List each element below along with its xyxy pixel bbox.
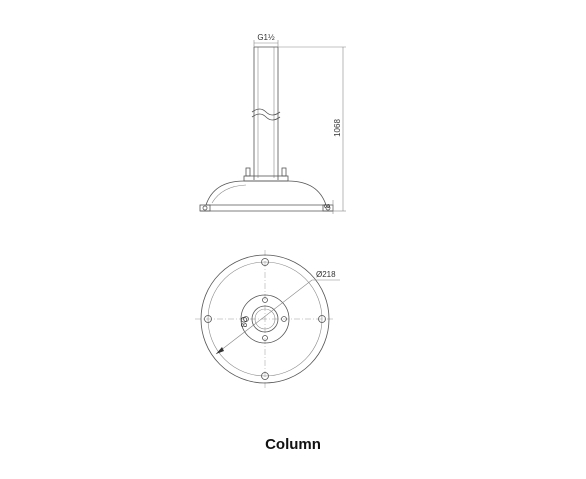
plan-view: Ø218 8O — [195, 250, 340, 388]
height-label: 1068 — [333, 119, 342, 137]
foot-bolt-left — [202, 205, 208, 211]
outer-ring — [200, 254, 330, 384]
mount-hole-bottom — [261, 372, 269, 380]
dome-inner — [211, 184, 247, 204]
mount-hole-top — [261, 258, 269, 266]
flange-hole-left — [243, 316, 249, 322]
diameter-arrowhead — [216, 347, 224, 354]
side-elevation: G1½ 1068 8 — [199, 33, 346, 214]
diameter-leader — [215, 279, 313, 355]
break-mark-lower — [251, 113, 281, 121]
flange-hole-right — [281, 316, 287, 322]
foot-left — [199, 204, 211, 212]
break-mark-upper — [251, 108, 281, 116]
hole-label: 8O — [240, 317, 249, 328]
pipe-outer — [251, 305, 279, 333]
flange-circle — [240, 294, 290, 344]
dome-base — [205, 180, 327, 206]
flange-hole-bottom — [262, 335, 268, 341]
flange-plate — [243, 175, 289, 182]
diagram-caption: Column — [265, 436, 321, 453]
foot-bolt-right — [325, 205, 331, 211]
bolt-left — [245, 167, 251, 177]
pipe-inner — [254, 308, 276, 330]
thread-label: G1½ — [257, 33, 275, 42]
mount-hole-right — [318, 315, 326, 323]
base-height-label: 8 — [323, 203, 332, 208]
bolt-right — [281, 167, 287, 177]
mount-hole-left — [204, 315, 212, 323]
outer-ring-inner — [207, 261, 323, 377]
diameter-label: Ø218 — [316, 270, 336, 279]
flange-hole-top — [262, 297, 268, 303]
